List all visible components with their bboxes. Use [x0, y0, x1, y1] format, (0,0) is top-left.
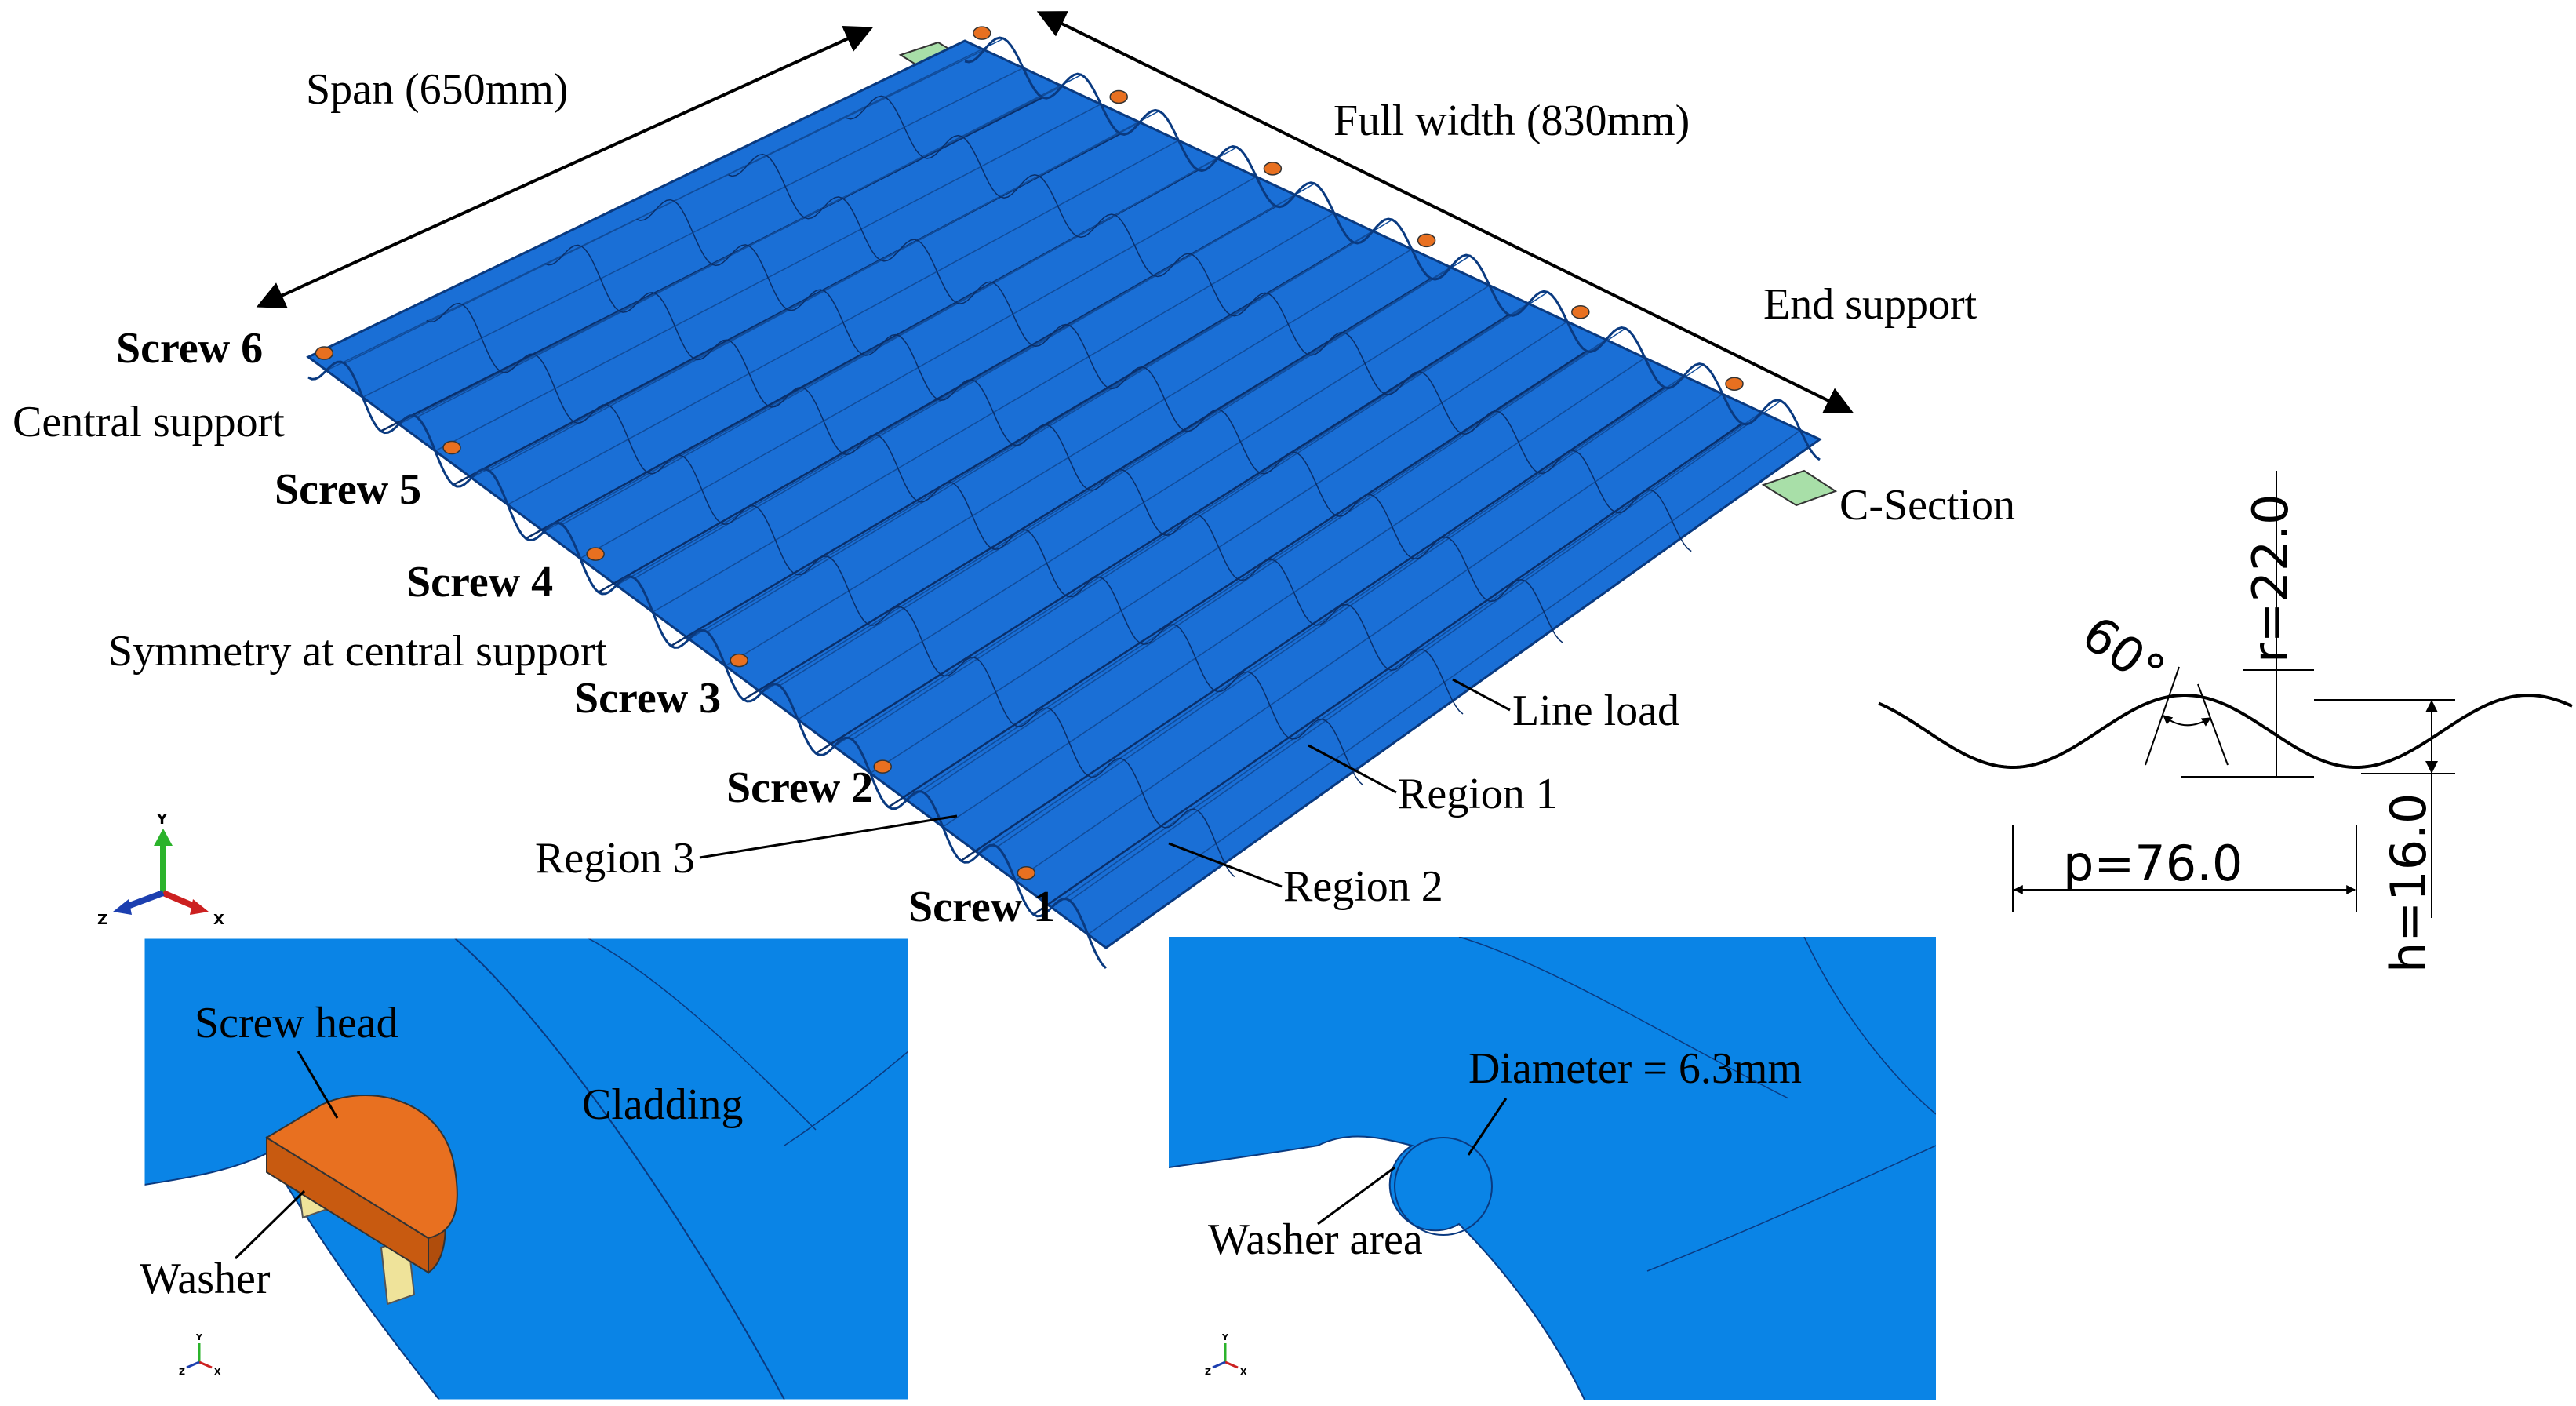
- screw-marker: [1725, 377, 1744, 391]
- region-2-label: Region 2: [1283, 862, 1443, 911]
- width-label: Full width (830mm): [1333, 97, 1690, 145]
- washer-area-label: Washer area: [1208, 1215, 1423, 1264]
- screw-marker: [315, 346, 334, 360]
- line-load-leader: [1452, 678, 1511, 712]
- washer-label: Washer: [140, 1255, 271, 1303]
- central-support-label: Central support: [13, 398, 285, 446]
- end-support-label: End support: [1763, 280, 1977, 329]
- washer-ring: [1394, 1137, 1493, 1236]
- screw-marker: [1263, 162, 1283, 176]
- span-arrow: [256, 25, 874, 309]
- region-boundary-line: [544, 244, 1364, 786]
- axis-triad-right: Y X Z: [1205, 1332, 1247, 1377]
- radius-label: r=22.0: [2242, 494, 2299, 664]
- diameter-label: Diameter = 6.3mm: [1468, 1044, 1802, 1093]
- triad-right-y: Y: [1221, 1332, 1229, 1342]
- triad-left-x: X: [214, 1367, 221, 1377]
- screw-marker: [730, 653, 748, 668]
- screw-marker: [1017, 865, 1036, 880]
- angle-arc: [2163, 715, 2212, 727]
- screw-1-label: Screw 1: [908, 883, 1055, 931]
- screw-marker: [1571, 305, 1590, 319]
- height-label: h=16.0: [2380, 793, 2437, 973]
- axis-triad-left: Y X Z: [179, 1332, 221, 1377]
- triad-y-label: Y: [156, 811, 168, 828]
- cladding-label: Cladding: [582, 1080, 743, 1129]
- screw-6-label: Screw 6: [116, 324, 263, 373]
- axis-triad-main: Y X Z: [97, 811, 224, 928]
- c-section-label: C-Section: [1839, 481, 2015, 530]
- angle-label: 60°: [2072, 604, 2175, 701]
- screw-head-leader: [297, 1051, 339, 1119]
- line-load-label: Line load: [1512, 687, 1679, 735]
- corrugated-sheet: [306, 39, 1822, 949]
- diameter-leader: [1467, 1098, 1508, 1156]
- triad-right-x: X: [1240, 1367, 1247, 1377]
- screw-4-label: Screw 4: [406, 558, 553, 606]
- screw-marker: [1109, 89, 1128, 104]
- angle-line-left: [2145, 666, 2180, 766]
- c-section-bar: [1761, 469, 1838, 507]
- screw-3-label: Screw 3: [574, 674, 721, 723]
- screw-marker: [442, 440, 461, 455]
- triad-left-z: Z: [179, 1367, 185, 1377]
- profile-sketch: 60° r=22.0 h=16.0 p=76.0: [1878, 471, 2573, 973]
- triad-right-z: Z: [1205, 1367, 1211, 1377]
- screw-marker: [1417, 233, 1436, 248]
- screw-5-label: Screw 5: [275, 465, 421, 514]
- screw-head-top: [265, 1095, 458, 1240]
- region-boundary-line: [426, 302, 1235, 877]
- triad-left-y: Y: [195, 1332, 203, 1342]
- profile-wave: [1878, 693, 2573, 769]
- cladding-sheet: [306, 26, 1838, 970]
- region-1-leader: [1308, 744, 1397, 794]
- screw-2-label: Screw 2: [726, 763, 873, 812]
- washer-leader: [234, 1189, 306, 1260]
- region-2-leader: [1168, 842, 1283, 888]
- screw-head-label: Screw head: [195, 999, 398, 1047]
- washer-area-leader: [1317, 1166, 1395, 1226]
- width-arrow: [1036, 11, 1854, 413]
- angle-line-right: [2197, 683, 2229, 766]
- triad-x-label: X: [213, 912, 224, 928]
- region-3-label: Region 3: [535, 834, 695, 883]
- detail-washer-area: Diameter = 6.3mm Washer area Y X Z: [1169, 937, 1936, 1400]
- screw-marker: [586, 547, 605, 561]
- screw-marker: [973, 26, 991, 40]
- symmetry-label: Symmetry at central support: [108, 627, 608, 676]
- pitch-label: p=76.0: [2063, 835, 2243, 892]
- detail-screw-head: Screw head Cladding Washer Y X Z: [140, 938, 909, 1401]
- screw-marker: [873, 759, 892, 774]
- span-label: Span (650mm): [306, 65, 568, 114]
- region-1-label: Region 1: [1398, 770, 1558, 818]
- triad-z-label: Z: [97, 912, 107, 928]
- region-3-leader: [699, 814, 958, 859]
- front-edge-wave: [307, 360, 1108, 970]
